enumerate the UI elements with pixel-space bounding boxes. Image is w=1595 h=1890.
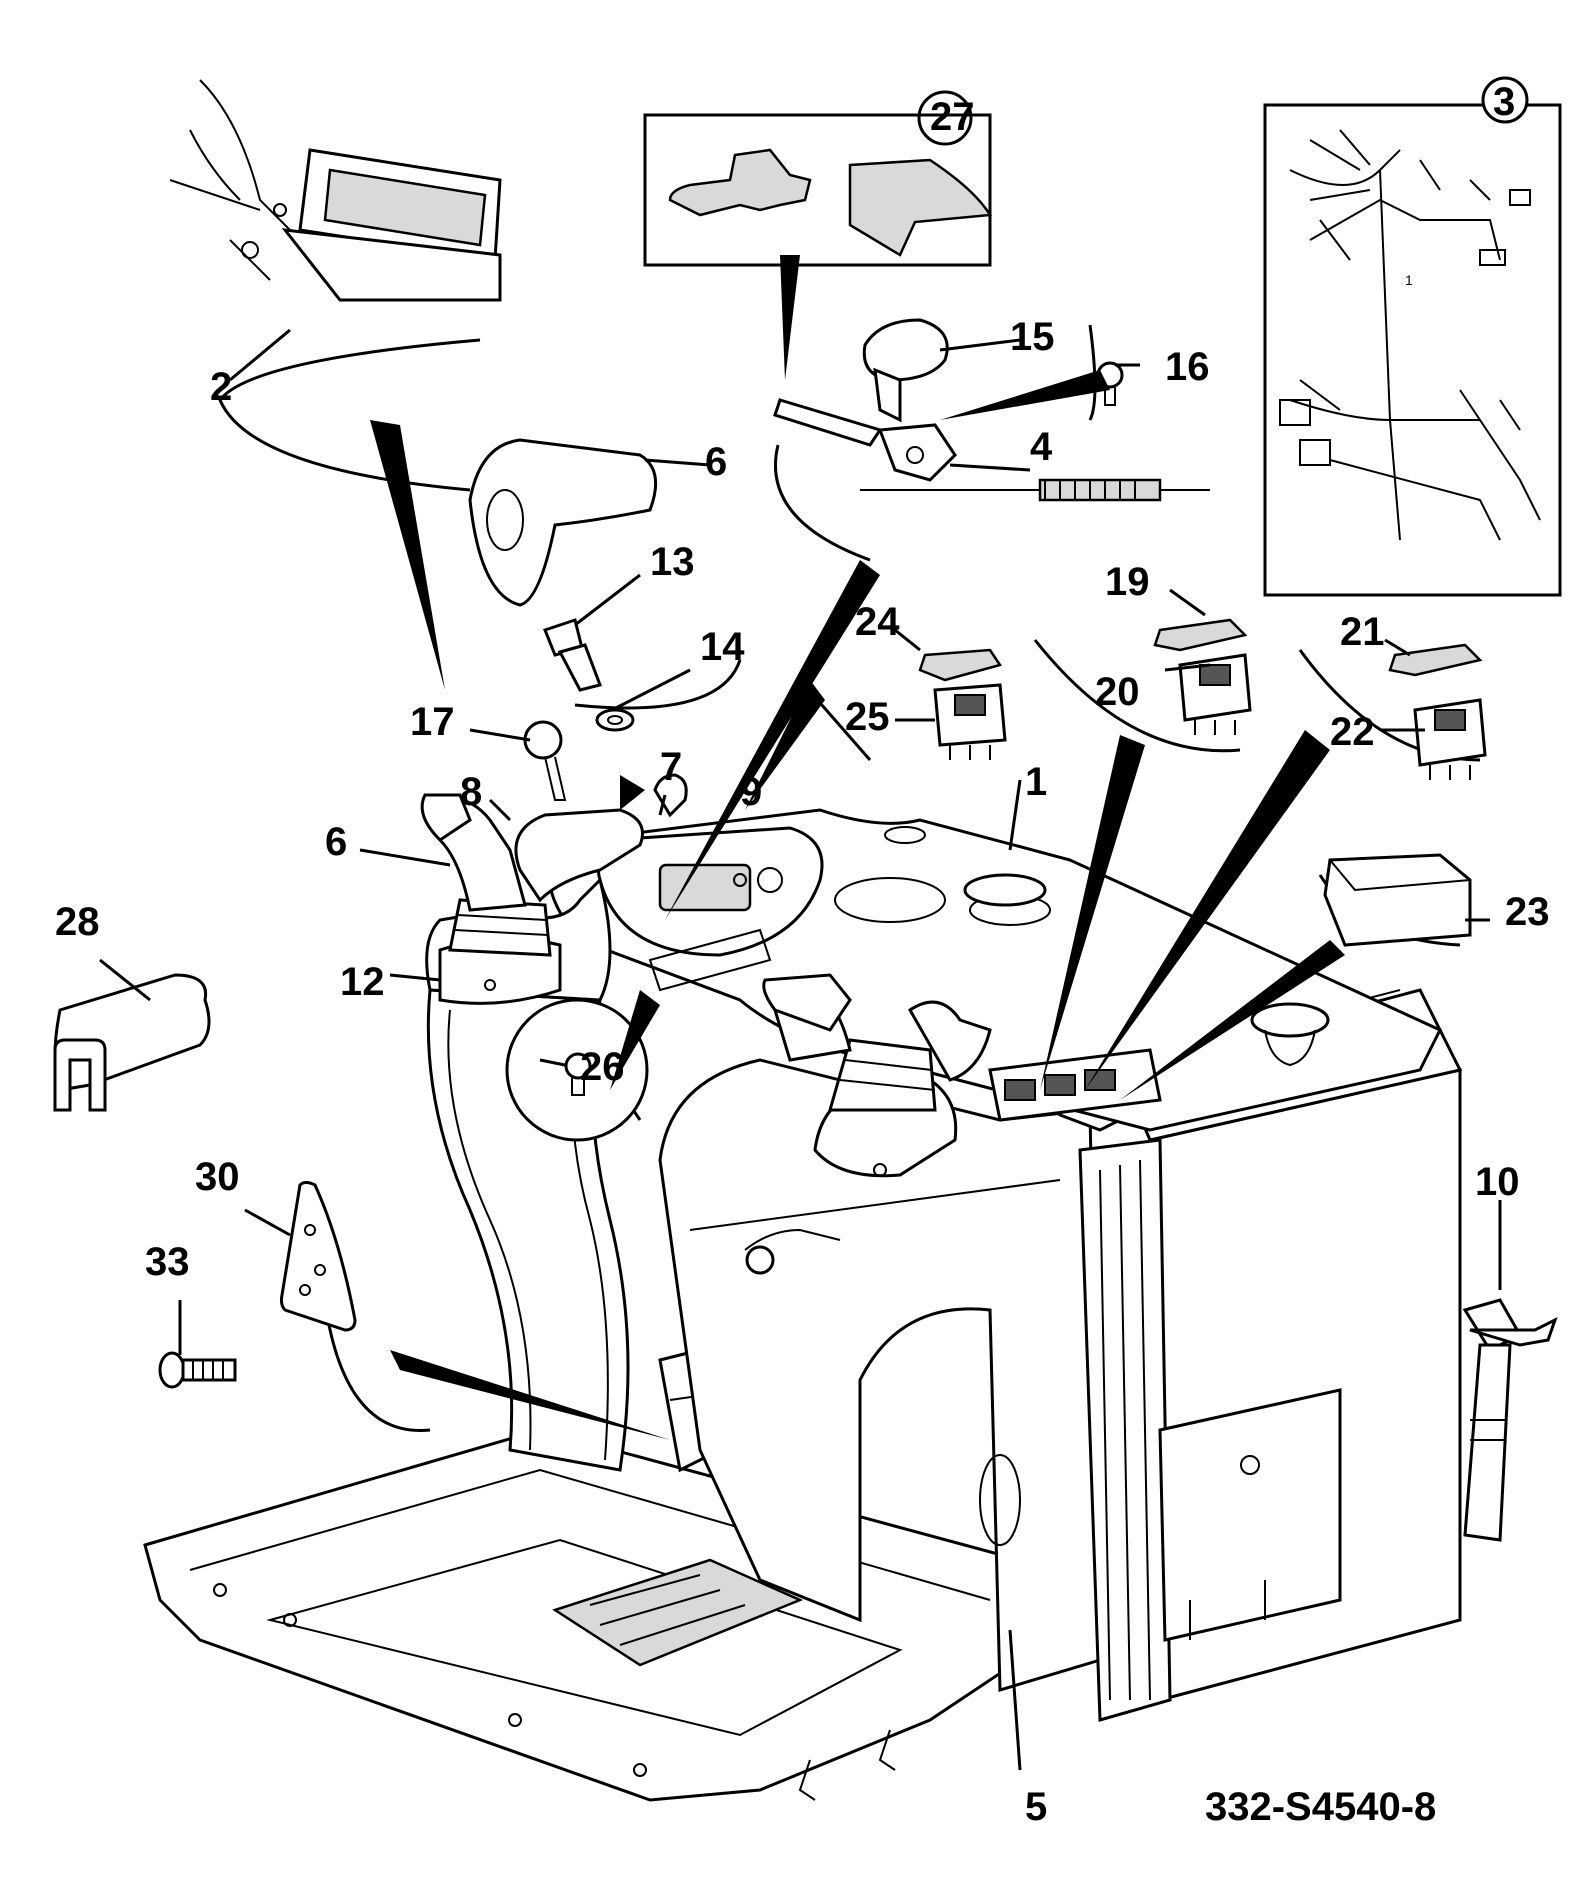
switch-25 xyxy=(933,683,1007,760)
callout-16: 16 xyxy=(1165,345,1210,389)
right-switch-panel xyxy=(988,1048,1162,1122)
lever-10 xyxy=(1462,1298,1558,1542)
bolt-13 xyxy=(543,618,602,692)
callout-4: 4 xyxy=(1030,425,1053,469)
screw-33 xyxy=(158,1351,237,1389)
edge-trim-28 xyxy=(53,973,211,1112)
callout-22: 22 xyxy=(1330,710,1375,754)
leader-wedges xyxy=(370,370,1345,1440)
callout-33: 33 xyxy=(145,1240,190,1284)
callout-30: 30 xyxy=(195,1155,240,1199)
callout-23: 23 xyxy=(1505,890,1550,934)
callout-15: 15 xyxy=(1010,315,1055,359)
inset-3-harness xyxy=(1263,76,1562,597)
leader-lines xyxy=(99,328,1502,1771)
vent-detail-2 xyxy=(169,79,502,302)
lever-17-part xyxy=(523,720,567,801)
switch-cover-21 xyxy=(1388,643,1483,677)
callout-17: 17 xyxy=(410,700,455,744)
callout-6-left: 6 xyxy=(325,820,347,864)
callout-25: 25 xyxy=(845,695,890,739)
switch-cover-24 xyxy=(918,648,1003,682)
callout-12: 12 xyxy=(340,960,385,1004)
screw-26 xyxy=(505,998,649,1142)
callout-21: 21 xyxy=(1340,610,1385,654)
callout-13: 13 xyxy=(650,540,695,584)
storage-tray-23 xyxy=(1323,853,1472,947)
callout-26: 26 xyxy=(580,1045,625,1089)
callout-24: 24 xyxy=(855,600,900,644)
knob-9-part xyxy=(653,773,688,818)
washer-14 xyxy=(595,708,635,732)
callout-5: 5 xyxy=(1025,1785,1047,1829)
callout-28: 28 xyxy=(55,900,100,944)
switch-20 xyxy=(1178,653,1252,735)
switch-cover-19 xyxy=(1153,618,1248,652)
column-switch-4 xyxy=(773,398,1210,502)
switch-22 xyxy=(1413,698,1487,780)
right-console-cabinet xyxy=(658,988,1463,1722)
callout-6-top: 6 xyxy=(705,440,727,484)
callout-1: 1 xyxy=(1025,760,1047,804)
callout-2: 2 xyxy=(210,365,232,409)
callout-8: 8 xyxy=(460,770,482,814)
left-joystick xyxy=(420,793,562,1005)
callout-7: 7 xyxy=(660,745,682,789)
callout-3: 3 xyxy=(1493,80,1515,124)
plate-30 xyxy=(279,1181,357,1332)
cover-6 xyxy=(468,438,658,607)
callout-10: 10 xyxy=(1475,1160,1520,1204)
harness-label: 1 xyxy=(1405,272,1413,288)
lever-knob-15 xyxy=(862,318,949,423)
callout-20: 20 xyxy=(1095,670,1140,714)
right-joystick xyxy=(744,973,992,1275)
drawing-code: 332-S4540-8 xyxy=(1205,1785,1436,1829)
callout-14: 14 xyxy=(700,625,745,669)
callout-9: 9 xyxy=(740,770,762,814)
callout-19: 19 xyxy=(1105,560,1150,604)
floor-plate xyxy=(143,1428,1052,1802)
